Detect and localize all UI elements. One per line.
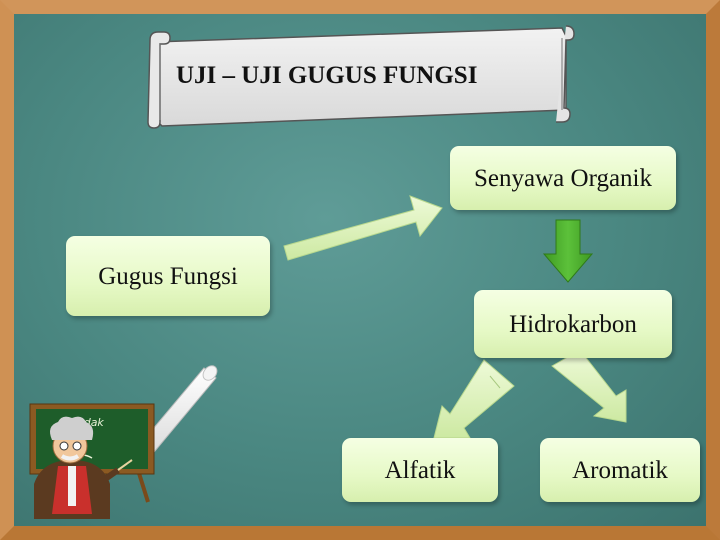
node-hidrokarbon: Hidrokarbon xyxy=(474,290,672,358)
node-alfatik-label: Alfatik xyxy=(384,456,456,484)
node-aromatik: Aromatik xyxy=(540,438,700,502)
page-title: UJI – UJI GUGUS FUNGSI xyxy=(176,62,478,89)
arrow-hidrokarbon-to-aromatik xyxy=(551,349,627,423)
teacher-clipart: Cindak xyxy=(29,403,155,519)
node-gugus-fungsi: Gugus Fungsi xyxy=(66,236,270,316)
node-hidrokarbon-label: Hidrokarbon xyxy=(509,310,637,338)
arrow-gugus-to-senyawa xyxy=(283,195,443,261)
diagram-canvas: Cindak xyxy=(29,25,627,519)
arrow-senyawa-to-hidrokarbon xyxy=(542,219,594,283)
arrow-hidrokarbon-to-alfatik xyxy=(433,359,515,439)
title-scroll-banner xyxy=(147,25,575,129)
node-alfatik: Alfatik xyxy=(342,438,498,502)
node-gugus-fungsi-label: Gugus Fungsi xyxy=(98,262,238,290)
node-senyawa-organik-label: Senyawa Organik xyxy=(474,164,652,192)
node-senyawa-organik: Senyawa Organik xyxy=(450,146,676,210)
node-aromatik-label: Aromatik xyxy=(572,456,668,484)
